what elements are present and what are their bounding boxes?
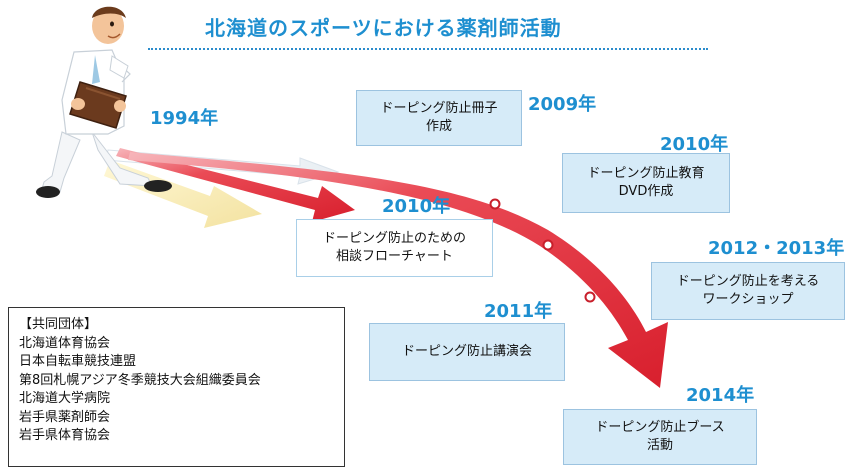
partner-item: 岩手県薬剤師会 <box>19 409 111 425</box>
title-dotted-rule <box>148 48 708 50</box>
year-2009: 2009年 <box>528 94 597 115</box>
year-2014: 2014年 <box>686 385 755 406</box>
event-card-dvd: ドーピング防止教育 DVD作成 <box>562 153 730 213</box>
year-2011: 2011年 <box>484 301 553 322</box>
partner-item: 岩手県体育協会 <box>19 428 111 443</box>
event-card-lecture: ドーピング防止講演会 <box>369 323 565 381</box>
partner-item: 北海道大学病院 <box>19 391 111 406</box>
partner-organizations-box: 【共同団体】 北海道体育協会 日本自転車競技連盟 第8回札幌アジア冬季競技大会組… <box>8 307 345 467</box>
event-card-flowchart: ドーピング防止のための 相談フローチャート <box>296 219 493 277</box>
year-2010-flowchart: 2010年 <box>382 196 451 217</box>
year-2012-2013: 2012・2013年 <box>708 238 845 259</box>
page-title: 北海道のスポーツにおける薬剤師活動 <box>205 16 562 40</box>
partner-item: 日本自転車競技連盟 <box>19 354 137 369</box>
partners-heading: 【共同団体】 <box>19 317 98 332</box>
red-arrow-small <box>116 148 355 222</box>
event-card-booth: ドーピング防止ブース 活動 <box>563 409 757 465</box>
pharmacist-illustration <box>36 6 172 198</box>
event-card-workshop: ドーピング防止を考える ワークショップ <box>651 262 845 320</box>
red-arrow-main <box>128 152 668 388</box>
partner-item: 北海道体育協会 <box>19 335 111 351</box>
event-card-booklet: ドーピング防止冊子 作成 <box>356 90 522 146</box>
partner-item: 第8回札幌アジア冬季競技大会組織委員会 <box>19 372 261 388</box>
year-2010-dvd: 2010年 <box>660 134 729 155</box>
year-1994: 1994年 <box>150 108 219 129</box>
